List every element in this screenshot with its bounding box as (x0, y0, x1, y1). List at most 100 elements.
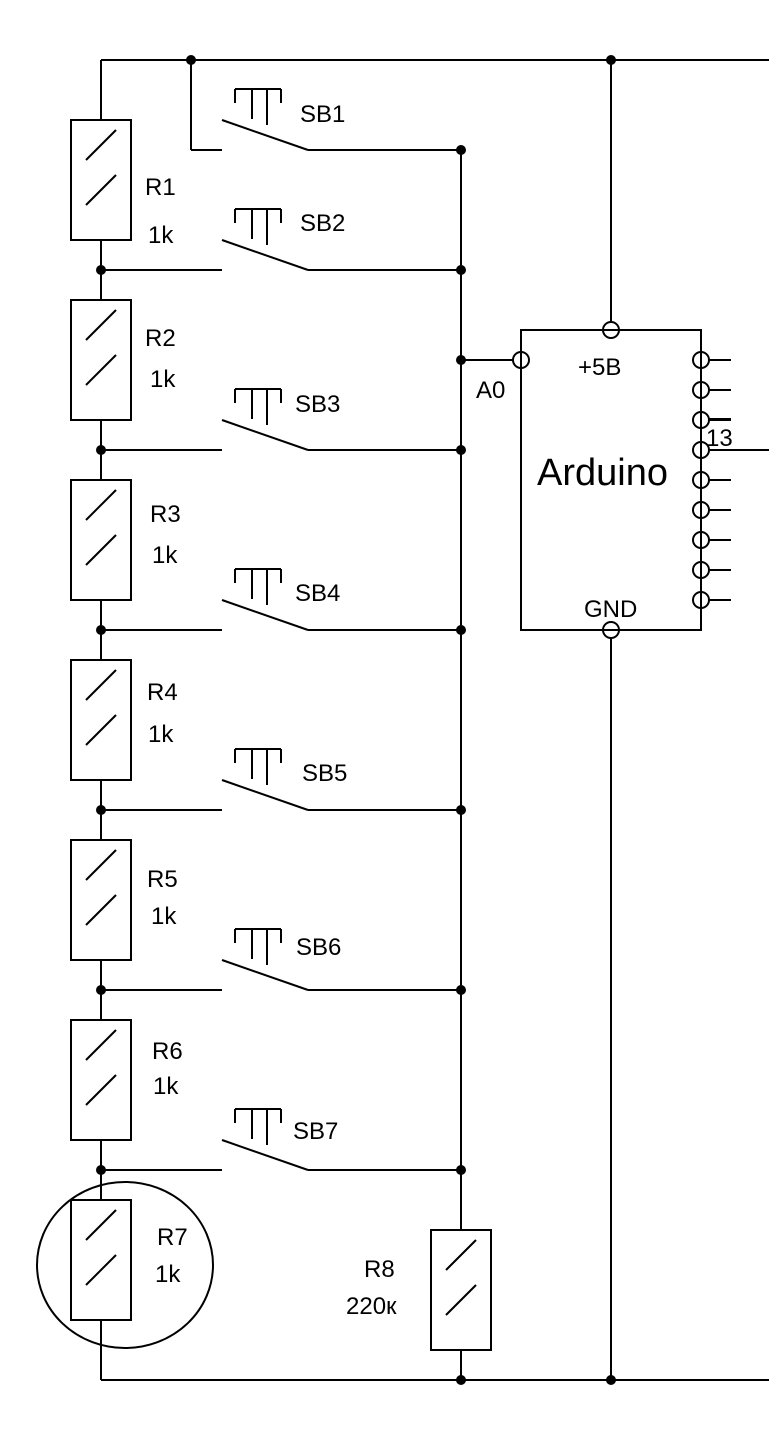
switch-lever (221, 599, 309, 631)
switch-label: SB4 (295, 580, 340, 607)
resistor-slash (445, 1239, 477, 1271)
junction-dot (456, 805, 466, 815)
ground-pin (602, 621, 620, 639)
resistor-label: R2 (145, 325, 176, 352)
resistor-r3: R3 1k (70, 479, 181, 601)
resistor-body (70, 1199, 132, 1321)
resistor-slash (85, 174, 117, 206)
switch-sb1: SB1 (221, 88, 345, 151)
digital-pin (692, 471, 710, 489)
junction-dot (456, 1375, 466, 1385)
switch-sb6: SB6 (221, 928, 341, 991)
junction-dot (96, 985, 106, 995)
junction-dot (96, 265, 106, 275)
junction-dot (456, 145, 466, 155)
resistor-slash (85, 1074, 117, 1106)
resistor-label: R6 (152, 1038, 183, 1065)
digital-pin-label: 13 (706, 425, 733, 452)
digital-pin (692, 381, 710, 399)
resistor-body (70, 839, 132, 961)
resistor-body (70, 659, 132, 781)
resistor-body (70, 299, 132, 421)
power-pin (602, 321, 620, 339)
junction-dot (456, 1165, 466, 1175)
resistor-value: 1k (148, 721, 174, 748)
highlight-circle (36, 1181, 214, 1349)
switch-sb4: SB4 (221, 568, 340, 631)
switch-label: SB3 (295, 391, 340, 418)
resistor-slash (85, 894, 117, 926)
digital-pin (692, 531, 710, 549)
resistor-label: R5 (147, 866, 178, 893)
resistor-value: 1k (151, 903, 177, 930)
digital-pin (692, 501, 710, 519)
resistor-slash (85, 1254, 117, 1286)
resistor-value: 1k (148, 222, 174, 249)
resistor-r1: R1 1k (70, 119, 176, 249)
resistor-slash (85, 1209, 117, 1241)
junction-dot (96, 1165, 106, 1175)
junction-dot (96, 805, 106, 815)
resistor-slash (85, 129, 117, 161)
digital-pin (692, 441, 710, 459)
resistor-slash (85, 714, 117, 746)
analog-pin-label: A0 (476, 377, 505, 404)
junction-dot (96, 445, 106, 455)
switch-sb7: SB7 (221, 1108, 338, 1171)
resistor-slash (445, 1284, 477, 1316)
digital-pin (692, 561, 710, 579)
junction-dot (456, 985, 466, 995)
resistor-body (70, 119, 132, 241)
switch-label: SB2 (300, 210, 345, 237)
resistor-label: R1 (145, 174, 176, 201)
resistor-label: R8 (364, 1256, 395, 1283)
switch-sb3: SB3 (221, 388, 340, 451)
switch-lever (221, 239, 309, 271)
resistor-label: R3 (150, 501, 181, 528)
junction-dot (186, 55, 196, 65)
switch-label: SB5 (302, 760, 347, 787)
ground-pin-label: GND (584, 596, 637, 623)
switch-lever (221, 959, 309, 991)
switch-lever (221, 1139, 309, 1171)
resistor-value: 1k (152, 542, 178, 569)
switch-sb2: SB2 (221, 208, 345, 271)
resistor-slash (85, 534, 117, 566)
switch-label: SB1 (300, 101, 345, 128)
junction-dot (456, 355, 466, 365)
resistor-body (70, 479, 132, 601)
resistor-slash (85, 309, 117, 341)
resistor-slash (85, 669, 117, 701)
switch-lever (221, 779, 309, 811)
resistor-value: 1k (153, 1073, 179, 1100)
junction-dot (606, 55, 616, 65)
junction-dot (456, 265, 466, 275)
digital-pin (692, 351, 710, 369)
switch-lever (221, 119, 309, 151)
switch-lever (221, 419, 309, 451)
junction-dot (456, 625, 466, 635)
resistor-value: 1k (150, 366, 176, 393)
junction-dot (96, 625, 106, 635)
resistor-label: R7 (157, 1224, 188, 1251)
arduino-body (520, 329, 702, 631)
junction-dot (606, 1375, 616, 1385)
analog-pin (512, 351, 530, 369)
junction-dot (456, 445, 466, 455)
arduino-label: Arduino (537, 452, 668, 494)
switch-sb5: SB5 (221, 748, 347, 811)
power-pin-label: +5B (578, 354, 621, 381)
resistor-body (430, 1229, 492, 1351)
arduino-board: Arduino +5B GND A0 13 (476, 321, 769, 639)
resistor-slash (85, 489, 117, 521)
resistor-slash (85, 354, 117, 386)
switch-label: SB6 (296, 934, 341, 961)
resistor-slash (85, 1029, 117, 1061)
digital-pin (692, 591, 710, 609)
resistor-body (70, 1019, 132, 1141)
